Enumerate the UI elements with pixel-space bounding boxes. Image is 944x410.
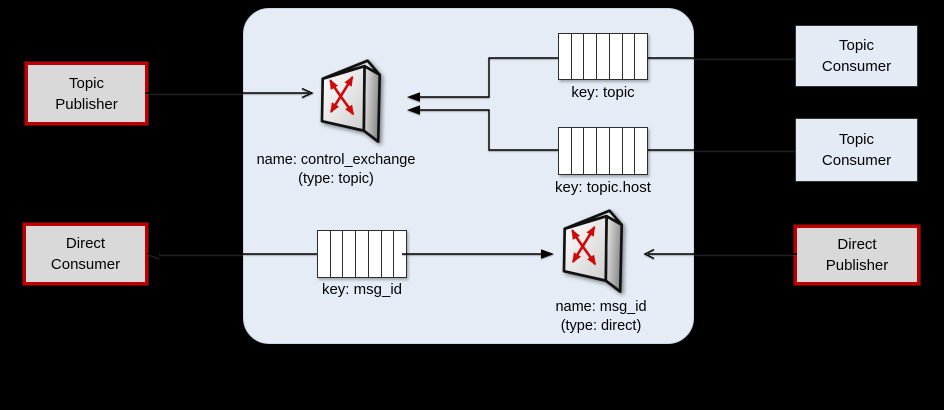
queue-cell — [634, 128, 647, 174]
queue-cell — [318, 231, 330, 277]
queue-cell — [342, 231, 355, 277]
queue-key-topic: key: topic — [558, 33, 648, 101]
queue-key-msg-id-label: key: msg_id — [321, 281, 403, 298]
direct-publisher-node: Direct Publisher — [794, 225, 920, 285]
queue-cell — [329, 231, 343, 277]
direct-publisher-label-line2: Publisher — [825, 257, 889, 274]
solid-arrowhead-icon — [147, 249, 159, 259]
control-exchange-type-text: (type: topic) — [298, 171, 374, 187]
direct-publisher-label-line1: Direct — [837, 236, 877, 253]
topic-consumer-bottom-label-line2: Consumer — [821, 152, 892, 169]
queue-cell — [621, 34, 635, 79]
topic-consumer-bottom-node: Topic Consumer — [795, 118, 918, 182]
queue-key-topic-host-label: key: topic.host — [555, 179, 651, 196]
queue-cell — [596, 128, 609, 174]
queue-cell — [583, 34, 596, 79]
queue-cell — [380, 231, 394, 277]
queue-cell — [559, 128, 571, 174]
queue-key-msg-id: key: msg_id — [317, 230, 407, 298]
direct-consumer-label-line1: Direct — [65, 235, 106, 252]
queue-cell — [608, 34, 622, 79]
control-exchange-name-text: name: control_exchange — [256, 152, 416, 168]
queue-cell — [621, 128, 635, 174]
queue-icon — [317, 230, 407, 278]
queue-icon — [558, 127, 648, 175]
msg-id-exchange-label: name: msg_id (type: direct) — [491, 298, 711, 336]
topic-publisher-label-line1: Topic — [68, 74, 105, 92]
topic-consumer-bottom-label-line1: Topic — [838, 131, 875, 148]
topic-consumer-top-label-line2: Consumer — [821, 58, 892, 75]
msg-id-exchange-icon — [562, 209, 624, 294]
queue-cell — [596, 34, 609, 79]
topic-consumer-top-node: Topic Consumer — [795, 25, 918, 87]
queue-cell — [393, 231, 406, 277]
queue-key-topic-label: key: topic — [571, 84, 635, 101]
queue-cell — [570, 34, 584, 79]
queue-cell — [634, 34, 647, 79]
topic-consumer-top-label-line1: Topic — [838, 37, 875, 54]
queue-key-topic-host: key: topic.host — [555, 127, 651, 196]
topic-publisher-label-line2: Publisher — [55, 95, 118, 113]
queue-cell — [608, 128, 622, 174]
queue-cell — [355, 231, 368, 277]
queue-cell — [583, 128, 596, 174]
queue-icon — [558, 33, 648, 80]
queue-cell — [559, 34, 571, 79]
control-exchange-icon — [320, 59, 382, 144]
topic-publisher-node: Topic Publisher — [25, 62, 148, 125]
queue-cell — [570, 128, 584, 174]
msg-id-exchange-type-text: (type: direct) — [560, 318, 642, 334]
direct-consumer-node: Direct Consumer — [23, 223, 148, 285]
msg-id-exchange-name-text: name: msg_id — [555, 299, 647, 315]
queue-cell — [367, 231, 381, 277]
control-exchange-label: name: control_exchange (type: topic) — [226, 151, 446, 189]
direct-consumer-label-line2: Consumer — [50, 256, 121, 273]
